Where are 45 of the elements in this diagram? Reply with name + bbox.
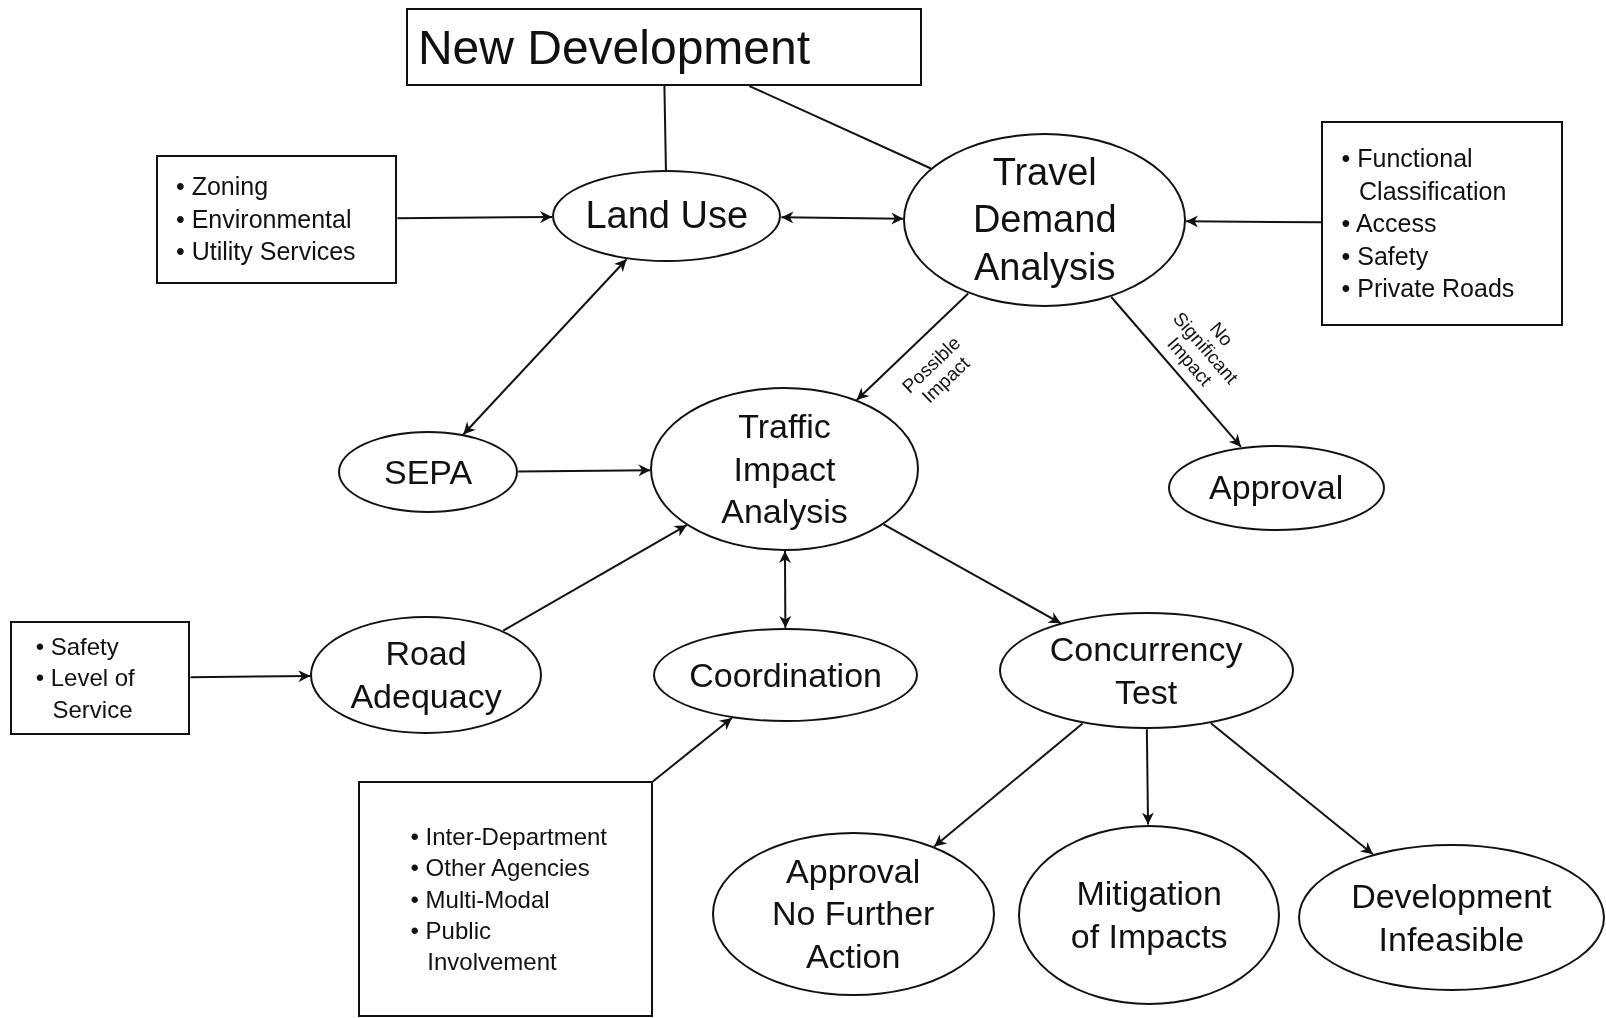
list-item: • Environmental — [176, 203, 353, 235]
arrow — [396, 211, 554, 224]
connector-line — [748, 85, 932, 170]
list-item: • Inter-Department — [410, 822, 608, 853]
list-item: • Public Involvement — [410, 915, 558, 978]
note-box — [10, 620, 191, 736]
list-item: • Private Roads — [1341, 273, 1516, 305]
list-item: • Functional Classification — [1341, 143, 1508, 207]
arrow — [1185, 215, 1323, 228]
note-box — [358, 781, 654, 1018]
arrow — [779, 550, 792, 629]
arrow — [1209, 722, 1374, 856]
node-label: Land Use — [584, 193, 750, 239]
node-label: Travel Demand Analysis — [971, 149, 1118, 290]
connector-line — [663, 85, 667, 171]
node-label: Coordination — [688, 654, 883, 696]
title-box — [405, 8, 922, 86]
arrow — [517, 464, 652, 477]
list-item: • Safety — [1341, 240, 1430, 272]
list-item: • Access — [1341, 208, 1438, 240]
arrow — [780, 211, 905, 225]
arrow — [651, 717, 733, 783]
title-text: New Development — [417, 19, 812, 75]
node-label: Approval — [1208, 467, 1345, 509]
list-item: • Other Agencies — [410, 853, 591, 884]
list-item: • Multi-Modal — [410, 884, 551, 915]
node-label: Mitigation of Impacts — [1069, 873, 1229, 957]
node-label: Concurrency Test — [1048, 629, 1244, 713]
node-label: Traffic Impact Analysis — [720, 406, 849, 533]
list-item: • Utility Services — [176, 236, 357, 268]
arrow — [882, 523, 1062, 625]
arrow — [855, 292, 970, 402]
list-item: • Safety — [35, 632, 120, 663]
arrow — [502, 524, 688, 632]
list-item: • Level of Service — [35, 663, 136, 725]
node-label: Development Infeasible — [1350, 876, 1553, 960]
arrow — [189, 670, 312, 683]
arrow — [933, 722, 1084, 848]
node-label: SEPA — [383, 451, 474, 493]
note-box — [155, 154, 398, 284]
node-label: Approval No Further Action — [770, 850, 936, 977]
node-label: Road Adequacy — [349, 633, 503, 717]
list-item: • Zoning — [176, 171, 270, 203]
note-box — [1321, 120, 1563, 326]
arrow — [1141, 728, 1154, 826]
